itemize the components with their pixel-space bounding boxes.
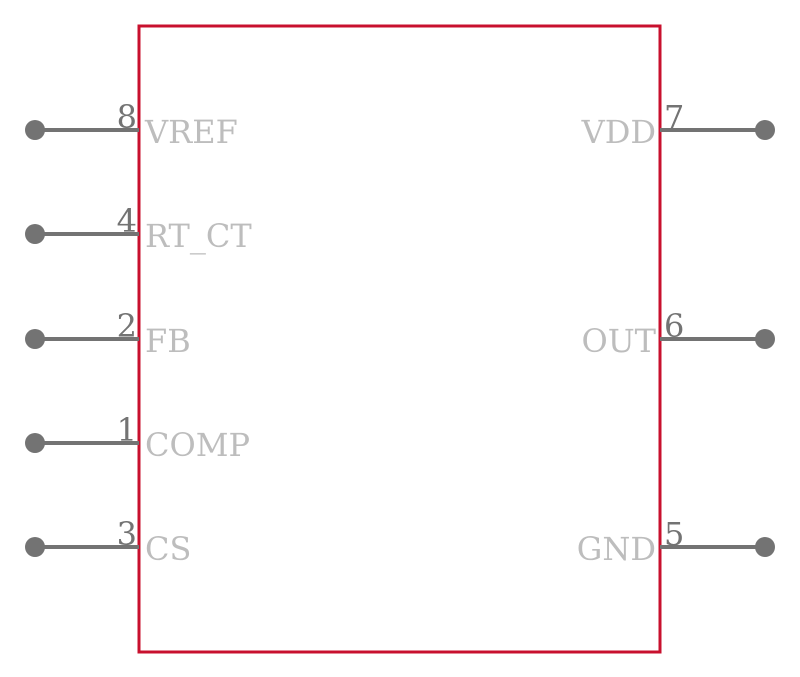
pin-name-label: OUT [581,322,656,360]
pin-endpoint-dot[interactable] [755,537,775,557]
pin-name-label: FB [145,322,191,360]
pin-number: 8 [117,98,137,136]
pin-endpoint-dot[interactable] [25,433,45,453]
pin-endpoint-dot[interactable] [25,120,45,140]
pin-number: 6 [664,307,684,345]
pin-name-label: VREF [144,113,238,151]
pin-number: 2 [117,307,137,345]
pin-endpoint-dot[interactable] [25,537,45,557]
pin-number: 5 [664,515,684,553]
pin-name-label: RT_CT [145,217,252,255]
pin-endpoint-dot[interactable] [755,329,775,349]
pin-name-label: CS [145,530,191,568]
pin-number: 1 [117,411,137,449]
pin-number: 3 [117,515,137,553]
pin-name-label: GND [577,530,656,568]
pin-name-label: VDD [581,113,656,151]
pin-number: 4 [117,202,137,240]
pin-name-label: COMP [145,426,250,464]
pin-endpoint-dot[interactable] [25,224,45,244]
pin-endpoint-dot[interactable] [25,329,45,349]
pin-endpoint-dot[interactable] [755,120,775,140]
pin-number: 7 [664,98,684,136]
